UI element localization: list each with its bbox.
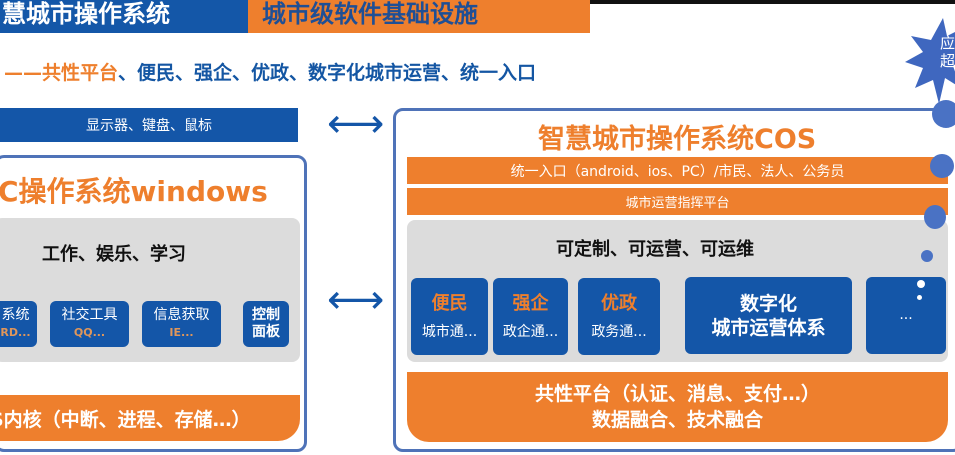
title-left: 慧城市操作系统 xyxy=(0,0,248,33)
subtitle: ——共性平台、便民、强企、优政、数字化城市运营、统一入口 xyxy=(4,58,536,85)
windows-kernel: S内核（中断、进程、存储…） xyxy=(0,395,300,441)
bubble-icon xyxy=(921,250,933,262)
dot-icon xyxy=(917,295,922,300)
tile-qiangqi: 强企政企通... xyxy=(493,278,568,355)
common-platform: 共性平台（认证、消息、支付…） 数据融合、技术融合 xyxy=(407,372,948,442)
badge-line1: 应 xyxy=(940,34,955,52)
subtitle-rest: 、便民、强企、优政、数字化城市运营、统一入口 xyxy=(118,62,537,84)
double-arrow-icon: ⟷ xyxy=(327,101,385,147)
tile-bianmin: 便民城市通... xyxy=(411,278,488,355)
badge-line2: 超 xyxy=(940,52,955,70)
tile-title: 优政 xyxy=(601,293,637,314)
entry-bar: 统一入口（android、ios、PC）/市民、法人、公务员 xyxy=(407,157,948,184)
bubble-icon xyxy=(932,100,955,128)
cos-apps-heading: 可定制、可运营、可运维 xyxy=(556,239,754,260)
tile-control-panel: 控制面板 xyxy=(243,301,289,347)
tile-title: 强企 xyxy=(512,293,549,314)
tile-sub: RD... xyxy=(0,326,31,339)
tile-sub: 政务通... xyxy=(591,324,647,340)
star-badge-icon xyxy=(905,18,955,104)
platform-line: 数据融合、技术融合 xyxy=(591,409,763,431)
tile-youzheng: 优政政务通... xyxy=(578,278,660,355)
bubble-icon xyxy=(924,205,946,229)
platform-line: 共性平台（认证、消息、支付…） xyxy=(534,383,820,405)
tile-social: 社交工具 QQ... xyxy=(50,301,129,347)
command-bar: 城市运营指挥平台 xyxy=(407,188,948,215)
tile-system: 系统 RD... xyxy=(0,301,37,347)
dot-icon xyxy=(917,280,925,288)
tile-title: 社交工具 xyxy=(61,307,118,323)
tile-title: 系统 xyxy=(1,307,30,323)
tile-sub: 政企通... xyxy=(502,324,559,340)
tile-info: 信息获取 IE... xyxy=(142,301,221,347)
subtitle-prefix: ——共性平台 xyxy=(4,62,119,84)
tile-title: 信息获取 xyxy=(153,307,210,323)
tile-sub: IE... xyxy=(169,326,194,339)
cos-title: 智慧城市操作系统COS xyxy=(538,124,817,155)
tile-title: 便民 xyxy=(431,293,468,314)
io-bar: 显示器、键盘、鼠标 xyxy=(0,108,298,142)
tile-digital-ops: 数字化城市运营体系 xyxy=(685,277,852,354)
windows-apps-heading: 工作、娱乐、学习 xyxy=(42,244,186,265)
tile-more: ... xyxy=(866,277,946,354)
title-right: 城市级软件基础设施 xyxy=(248,0,590,33)
tile-line: 数字化 xyxy=(739,292,797,315)
bubble-icon xyxy=(930,154,954,178)
star-badge-text: 应超 xyxy=(940,34,955,70)
double-arrow-icon: ⟷ xyxy=(327,277,385,323)
windows-title: C操作系统windows xyxy=(0,175,268,208)
tile-line: 城市运营体系 xyxy=(711,316,826,339)
tile-sub: 城市通... xyxy=(421,324,478,340)
tile-sub: QQ... xyxy=(73,326,106,339)
